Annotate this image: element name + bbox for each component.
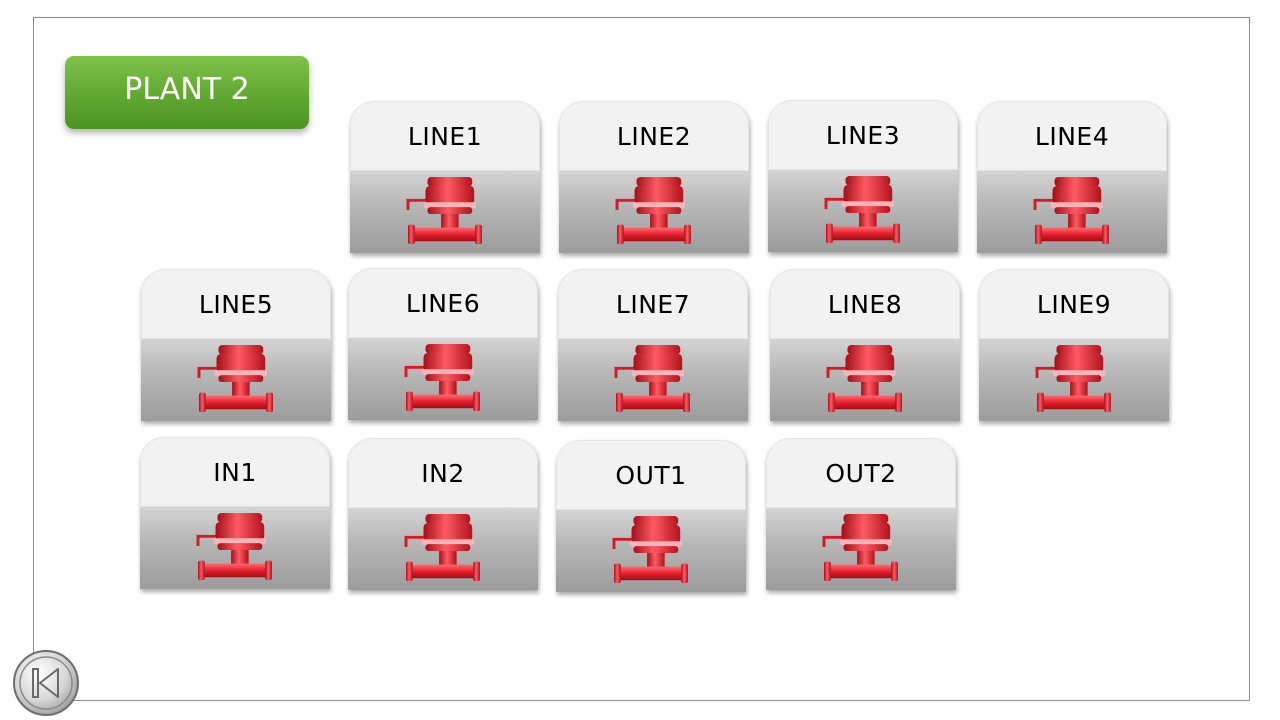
tile-label: LINE5 — [198, 289, 274, 319]
tile-body — [558, 339, 748, 421]
tile-body — [766, 508, 956, 590]
valve-icon — [826, 343, 904, 417]
valve-icon — [822, 512, 900, 586]
tile-header: OUT1 — [556, 440, 746, 510]
tile-line9[interactable]: LINE9 — [979, 269, 1169, 421]
tile-body — [556, 510, 746, 592]
valve-icon — [404, 342, 482, 416]
tile-body — [770, 339, 960, 421]
valve-icon — [615, 175, 693, 249]
tile-label: OUT2 — [825, 458, 897, 488]
valve-icon — [404, 512, 482, 586]
tile-body — [348, 338, 538, 420]
tile-body — [348, 508, 538, 590]
tile-line4[interactable]: LINE4 — [977, 101, 1167, 253]
tile-in1[interactable]: IN1 — [140, 437, 330, 589]
tile-line2[interactable]: LINE2 — [559, 101, 749, 253]
tile-header: LINE4 — [977, 101, 1167, 171]
tile-label: LINE2 — [616, 121, 692, 151]
tile-in2[interactable]: IN2 — [348, 438, 538, 590]
tile-label: IN1 — [213, 457, 257, 487]
tile-header: LINE5 — [141, 269, 331, 339]
valve-icon — [197, 343, 275, 417]
tile-header: IN2 — [348, 438, 538, 508]
valve-icon — [196, 511, 274, 585]
tile-header: LINE3 — [768, 100, 958, 170]
tile-label: LINE6 — [405, 288, 481, 318]
tile-label: LINE7 — [615, 289, 691, 319]
tile-header: LINE9 — [979, 269, 1169, 339]
tile-body — [140, 507, 330, 589]
tile-body — [768, 170, 958, 252]
valve-icon — [824, 174, 902, 248]
tile-header: OUT2 — [766, 438, 956, 508]
tile-header: LINE6 — [348, 268, 538, 338]
tile-body — [977, 171, 1167, 253]
valve-icon — [1035, 343, 1113, 417]
skip-back-icon[interactable] — [12, 649, 80, 717]
tile-line6[interactable]: LINE6 — [348, 268, 538, 420]
tile-line7[interactable]: LINE7 — [558, 269, 748, 421]
tile-header: LINE7 — [558, 269, 748, 339]
tile-label: LINE4 — [1034, 121, 1110, 151]
tile-line5[interactable]: LINE5 — [141, 269, 331, 421]
tile-header: LINE2 — [559, 101, 749, 171]
valve-icon — [406, 175, 484, 249]
tile-label: IN2 — [421, 458, 465, 488]
tile-label: LINE1 — [407, 121, 483, 151]
tile-label: LINE8 — [827, 289, 903, 319]
tile-body — [559, 171, 749, 253]
tile-out2[interactable]: OUT2 — [766, 438, 956, 590]
tile-label: LINE9 — [1036, 289, 1112, 319]
tile-line3[interactable]: LINE3 — [768, 100, 958, 252]
tile-out1[interactable]: OUT1 — [556, 440, 746, 592]
valve-icon — [612, 514, 690, 588]
tile-header: IN1 — [140, 437, 330, 507]
plant-button-label: PLANT 2 — [124, 72, 250, 107]
tile-body — [350, 171, 540, 253]
tile-label: LINE3 — [825, 120, 901, 150]
tile-body — [979, 339, 1169, 421]
valve-icon — [614, 343, 692, 417]
tile-body — [141, 339, 331, 421]
tile-label: OUT1 — [615, 460, 687, 490]
tile-line8[interactable]: LINE8 — [770, 269, 960, 421]
tile-line1[interactable]: LINE1 — [350, 101, 540, 253]
tile-header: LINE1 — [350, 101, 540, 171]
tile-header: LINE8 — [770, 269, 960, 339]
plant-button[interactable]: PLANT 2 — [65, 56, 309, 129]
valve-icon — [1033, 175, 1111, 249]
